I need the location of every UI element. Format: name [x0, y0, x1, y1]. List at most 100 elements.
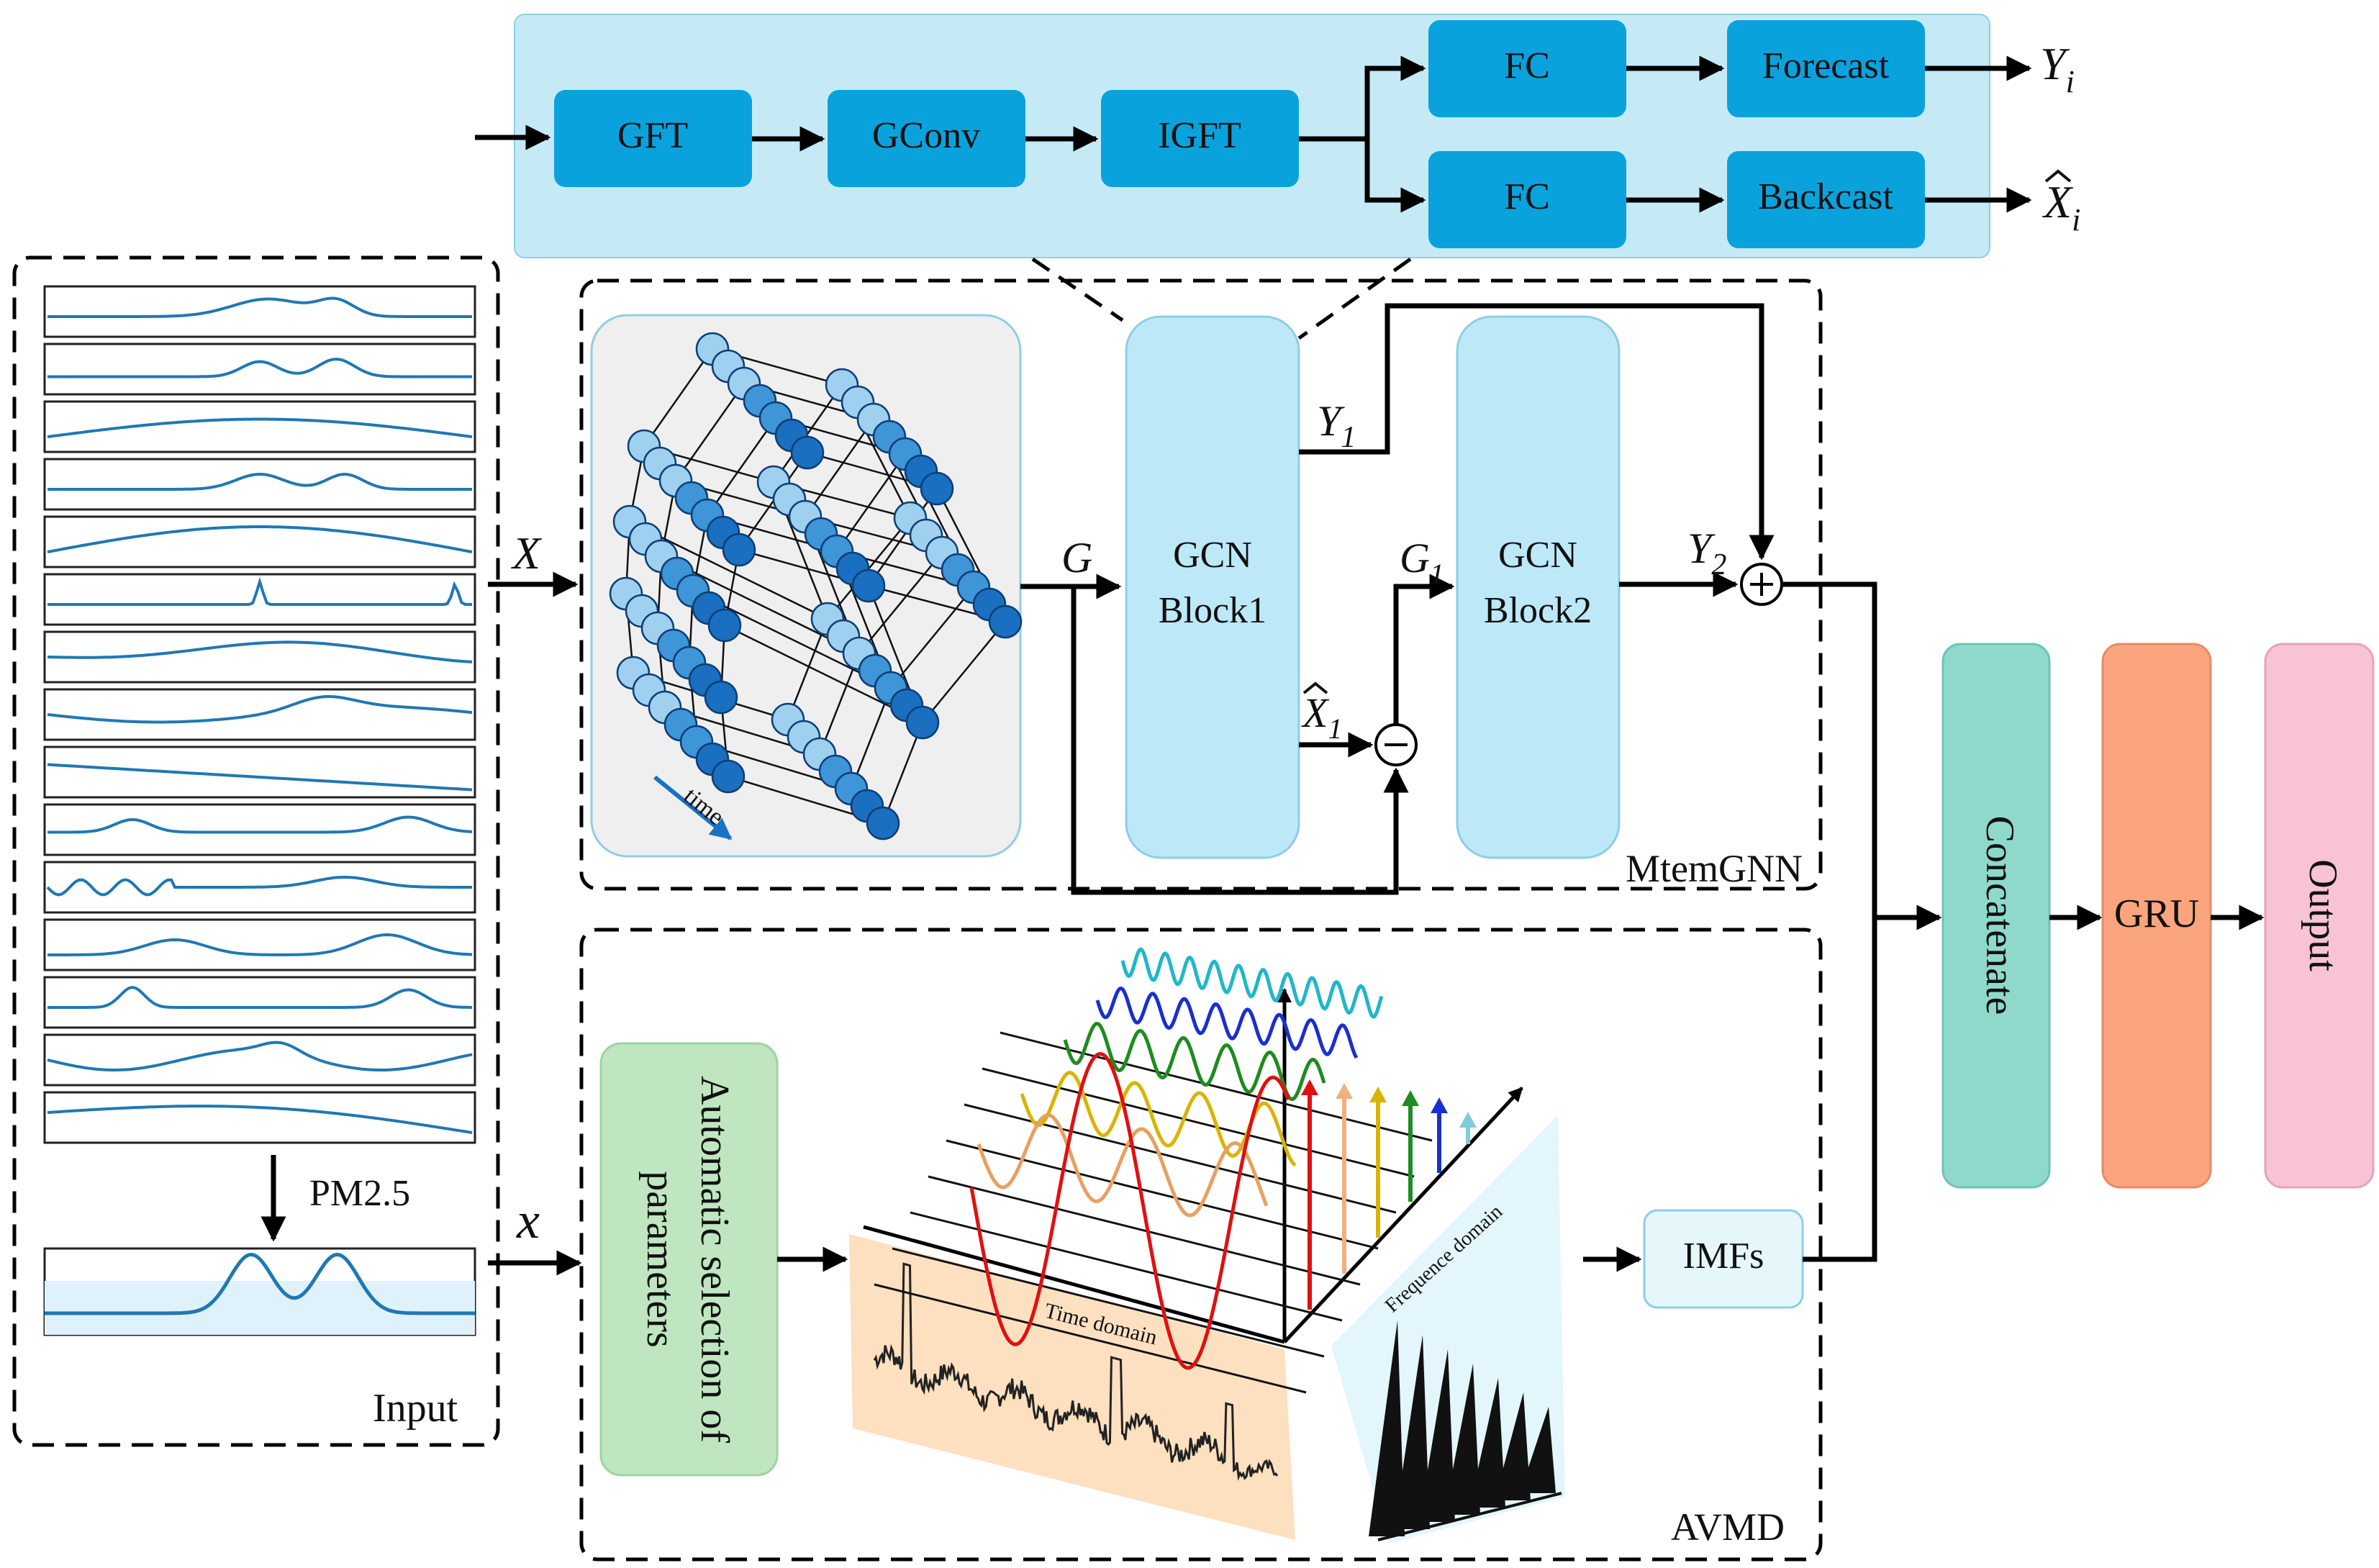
gcn-block2-label-line1: GCN	[1498, 535, 1577, 576]
input-series-line	[47, 358, 472, 379]
forecast-label: Forecast	[1762, 45, 1890, 86]
input-series-line	[47, 985, 473, 1009]
frequency-spike	[1394, 1335, 1430, 1529]
svg-text:Xi: Xi	[2042, 176, 2080, 237]
imf-waves	[969, 947, 1384, 1370]
decomp-freq-axis	[1283, 1087, 1523, 1343]
decomp-grid-lines	[874, 1031, 1433, 1394]
time-domain-panel	[849, 1234, 1295, 1540]
frequency-spike	[1419, 1349, 1455, 1522]
imf-wave	[969, 1051, 1290, 1370]
graph-node	[711, 759, 746, 794]
graph-edge	[804, 419, 875, 517]
imf-frequency-arrowhead	[1402, 1090, 1419, 1106]
input-series-line	[47, 576, 472, 606]
big-x-label: X	[510, 527, 543, 579]
input-series-line	[47, 296, 472, 318]
input-series-line	[47, 1041, 473, 1071]
input-series-strip	[43, 458, 476, 511]
graph-edge	[835, 453, 907, 552]
input-series-strip	[43, 515, 476, 568]
graph-edge	[850, 687, 892, 789]
graph-edge	[692, 589, 892, 689]
frequency-spike	[1469, 1378, 1505, 1508]
mtemgnn-dashed-border	[579, 278, 1823, 891]
decomp-grid-line	[874, 1283, 1307, 1394]
input-panel: PM2.5 Input	[12, 255, 500, 1447]
input-series-strip	[43, 285, 476, 338]
imf-wave	[976, 1112, 1269, 1218]
decomp-grid-line	[928, 1175, 1361, 1286]
igft-box	[1101, 90, 1299, 187]
frequency-domain-spectrum	[1369, 1320, 1562, 1541]
input-series-line	[47, 1105, 473, 1134]
avmd-dashed-border	[579, 928, 1823, 1562]
backcast-label: Backcast	[1758, 176, 1893, 217]
xhat1-label: X1	[1301, 681, 1342, 745]
frequency-baseline	[1377, 1492, 1562, 1541]
graph-edge	[724, 624, 923, 724]
backcast-box	[1727, 151, 1925, 248]
input-series-line	[47, 417, 473, 438]
graph-node	[905, 705, 940, 740]
gru-label: GRU	[2114, 892, 2199, 936]
avmd-label: AVMD	[1671, 1505, 1785, 1549]
graph-node	[704, 680, 738, 715]
fc-bottom-label: FC	[1504, 176, 1550, 217]
gcn-block1	[1125, 315, 1300, 859]
fc-top-box	[1428, 20, 1626, 117]
imf-frequency-arrowhead	[1369, 1087, 1387, 1102]
time-domain-signal	[873, 1262, 1279, 1482]
auto-selection-box	[599, 1042, 779, 1477]
imfs-label: IMFs	[1683, 1236, 1764, 1277]
graph-edge	[867, 488, 938, 586]
graph-edge	[922, 621, 1006, 723]
imf-frequency-arrowhead	[1459, 1112, 1477, 1128]
pm25-line	[45, 1252, 475, 1315]
imf-frequency-arrowhead	[1301, 1079, 1318, 1095]
imfs-output-line	[1803, 917, 1877, 1262]
input-feature-series	[43, 285, 476, 1144]
graph-node	[866, 806, 900, 840]
mtemgnn-panel: time G GCN Block1 GCN Block2 Y1 X1 G1 Y2	[579, 278, 1823, 895]
fc-bottom-box	[1428, 151, 1626, 248]
graph-node	[707, 608, 742, 643]
decomp-grid-line	[964, 1103, 1397, 1214]
input-series-line	[46, 875, 472, 897]
gcn-block2-label-line2: Block2	[1484, 590, 1592, 631]
frequency-spike	[1369, 1320, 1405, 1536]
input-series-line	[47, 525, 473, 553]
input-series-strip	[43, 803, 476, 856]
gcn-block1-label-line2: Block1	[1159, 590, 1266, 631]
decomp-grid-line	[892, 1247, 1325, 1358]
imf-frequency-arrowhead	[1431, 1097, 1448, 1113]
xhat-i-label: Xi	[2042, 169, 2080, 237]
input-series-line	[47, 763, 473, 792]
output-label: Output	[2301, 859, 2345, 971]
split-to-fc-top-arrow	[1364, 55, 1426, 139]
zoom-line-left	[1031, 257, 1124, 322]
input-series-line	[47, 933, 473, 956]
frequency-spike	[1495, 1392, 1531, 1500]
mtemgnn-output-line	[1782, 581, 1877, 917]
input-series-strip	[43, 976, 476, 1029]
y1-label: Y1	[1317, 397, 1356, 454]
auto-selection-label-line1: Automatic selection of	[692, 1076, 737, 1443]
input-label: Input	[373, 1386, 458, 1431]
gcn-block2	[1456, 315, 1621, 859]
frequency-spike	[1444, 1364, 1480, 1515]
input-series-line	[47, 815, 473, 834]
imf-frequency-arrowhead	[1336, 1083, 1353, 1099]
input-series-strip	[43, 1091, 476, 1144]
forecast-box	[1727, 20, 1925, 117]
imf-frequency-arrows	[1301, 1079, 1477, 1310]
y1-to-sum-arrow	[1299, 303, 1775, 561]
decomp-grid-line	[982, 1067, 1415, 1178]
gft-label: GFT	[617, 115, 688, 156]
mtemgnn-label: MtemGNN	[1626, 847, 1803, 890]
graph-node	[988, 604, 1023, 639]
decomp-grid-line	[910, 1211, 1343, 1322]
graph-edge	[643, 348, 714, 447]
input-series-strip	[43, 1033, 476, 1087]
